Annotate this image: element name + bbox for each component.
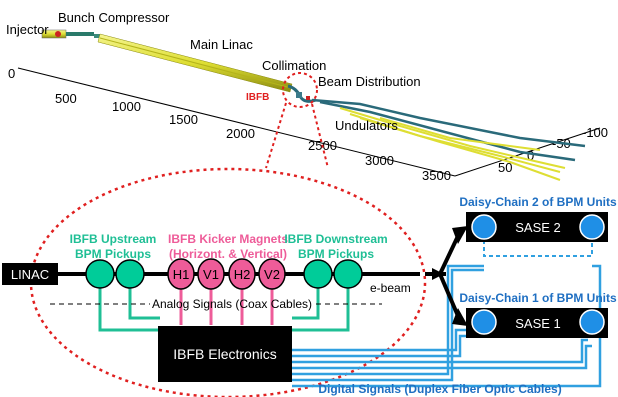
upstream-label-line2: BPM Pickups bbox=[75, 247, 151, 261]
zoom-line-left bbox=[265, 102, 287, 169]
ibfb-zoom-circle bbox=[282, 72, 318, 108]
ibfb-label: IBFB bbox=[246, 92, 269, 103]
sase1-label: SASE 1 bbox=[515, 316, 561, 331]
kicker-v1 bbox=[197, 258, 225, 290]
daisy-chain-2-label: Daisy-Chain 2 of BPM Units bbox=[459, 195, 617, 209]
kicker-h2 bbox=[228, 258, 256, 290]
main-linac-label: Main Linac bbox=[190, 37, 253, 52]
digital-signals-label: Digital Signals (Duplex Fiber Optic Cabl… bbox=[318, 382, 561, 396]
x-tick: 1500 bbox=[169, 112, 198, 127]
kicker-label-line1: IBFB Kicker Magnets bbox=[168, 232, 288, 246]
beam-arrow-lower bbox=[452, 308, 468, 326]
x-tick: 500 bbox=[55, 91, 77, 106]
y-axis-ticks: -100 -50 0 50 bbox=[498, 125, 608, 175]
x-axis-line bbox=[17, 67, 456, 177]
ibfb-schematic: LINAC H1 V1 H2 V2 IBFB Upstream BPM Pick… bbox=[2, 167, 617, 397]
beam-distribution-label: Beam Distribution bbox=[318, 74, 421, 89]
beam-distribution bbox=[311, 98, 586, 181]
group-labels: IBFB Upstream BPM Pickups IBFB Kicker Ma… bbox=[70, 232, 388, 261]
collimation-section bbox=[287, 84, 317, 103]
ebeam-label: e-beam bbox=[370, 281, 411, 295]
analog-signals-label: Analog Signals (Coax Cables) bbox=[152, 297, 312, 311]
downstream-label-line1: IBFB Downstream bbox=[284, 232, 387, 246]
daisy-chain-1-label: Daisy-Chain 1 of BPM Units bbox=[459, 291, 617, 305]
y-tick: 0 bbox=[527, 148, 534, 163]
plot-labels: Injector Bunch Compressor Main Linac Col… bbox=[6, 10, 421, 133]
pickup-cables bbox=[98, 275, 350, 332]
accelerator-3d-plot: 0 500 1000 1500 2000 2500 3000 3500 -100… bbox=[6, 10, 608, 183]
downstream-bpm-pickup bbox=[303, 259, 333, 289]
sase1-bpm-unit bbox=[471, 309, 497, 335]
linac-label: LINAC bbox=[11, 267, 49, 282]
kicker-label-line2: (Horizont. & Vertical) bbox=[169, 247, 287, 261]
kicker-h2-label: H2 bbox=[234, 267, 251, 282]
linac-box bbox=[2, 263, 58, 285]
x-tick: 0 bbox=[8, 66, 15, 81]
sase2-bpm-unit bbox=[471, 214, 497, 240]
injector-label: Injector bbox=[6, 22, 49, 37]
upstream-bpm-pickup bbox=[115, 259, 145, 289]
sase2-bpm-unit bbox=[579, 214, 605, 240]
sase1-bpm-unit bbox=[579, 309, 605, 335]
x-tick: 2000 bbox=[226, 126, 255, 141]
x-tick: 3000 bbox=[365, 153, 394, 168]
ibfb-electronics-label: IBFB Electronics bbox=[173, 346, 276, 362]
kicker-v2-label: V2 bbox=[264, 267, 280, 282]
x-tick: 1000 bbox=[112, 99, 141, 114]
kicker-v1-label: V1 bbox=[203, 267, 219, 282]
sase2-label: SASE 2 bbox=[515, 220, 561, 235]
injector-section bbox=[41, 29, 100, 39]
beam-arrow-upper bbox=[452, 226, 468, 244]
y-tick: -100 bbox=[582, 125, 608, 140]
kicker-h1-label: H1 bbox=[173, 267, 190, 282]
beam-arrow-head bbox=[432, 268, 444, 280]
zoom-line-right bbox=[311, 103, 329, 169]
kicker-cables bbox=[179, 283, 274, 325]
kicker-h1 bbox=[167, 258, 195, 290]
upstream-label-line1: IBFB Upstream bbox=[70, 232, 157, 246]
upstream-bpm-pickup bbox=[85, 259, 115, 289]
downstream-bpm-pickup bbox=[333, 259, 363, 289]
main-linac-tube bbox=[97, 33, 293, 93]
collimation-label: Collimation bbox=[262, 58, 326, 73]
kicker-v2 bbox=[258, 258, 286, 290]
bunch-compressor-label: Bunch Compressor bbox=[58, 10, 170, 25]
ibfb-electronics-box bbox=[158, 326, 292, 382]
beam-split bbox=[438, 235, 460, 317]
undulators-label: Undulators bbox=[335, 118, 398, 133]
x-axis-ticks: 0 500 1000 1500 2000 2500 3000 3500 bbox=[8, 66, 451, 183]
y-tick: 50 bbox=[498, 160, 512, 175]
x-tick: 3500 bbox=[422, 168, 451, 183]
downstream-label-line2: BPM Pickups bbox=[298, 247, 374, 261]
kicker-magnets: H1 V1 H2 V2 bbox=[167, 258, 286, 290]
